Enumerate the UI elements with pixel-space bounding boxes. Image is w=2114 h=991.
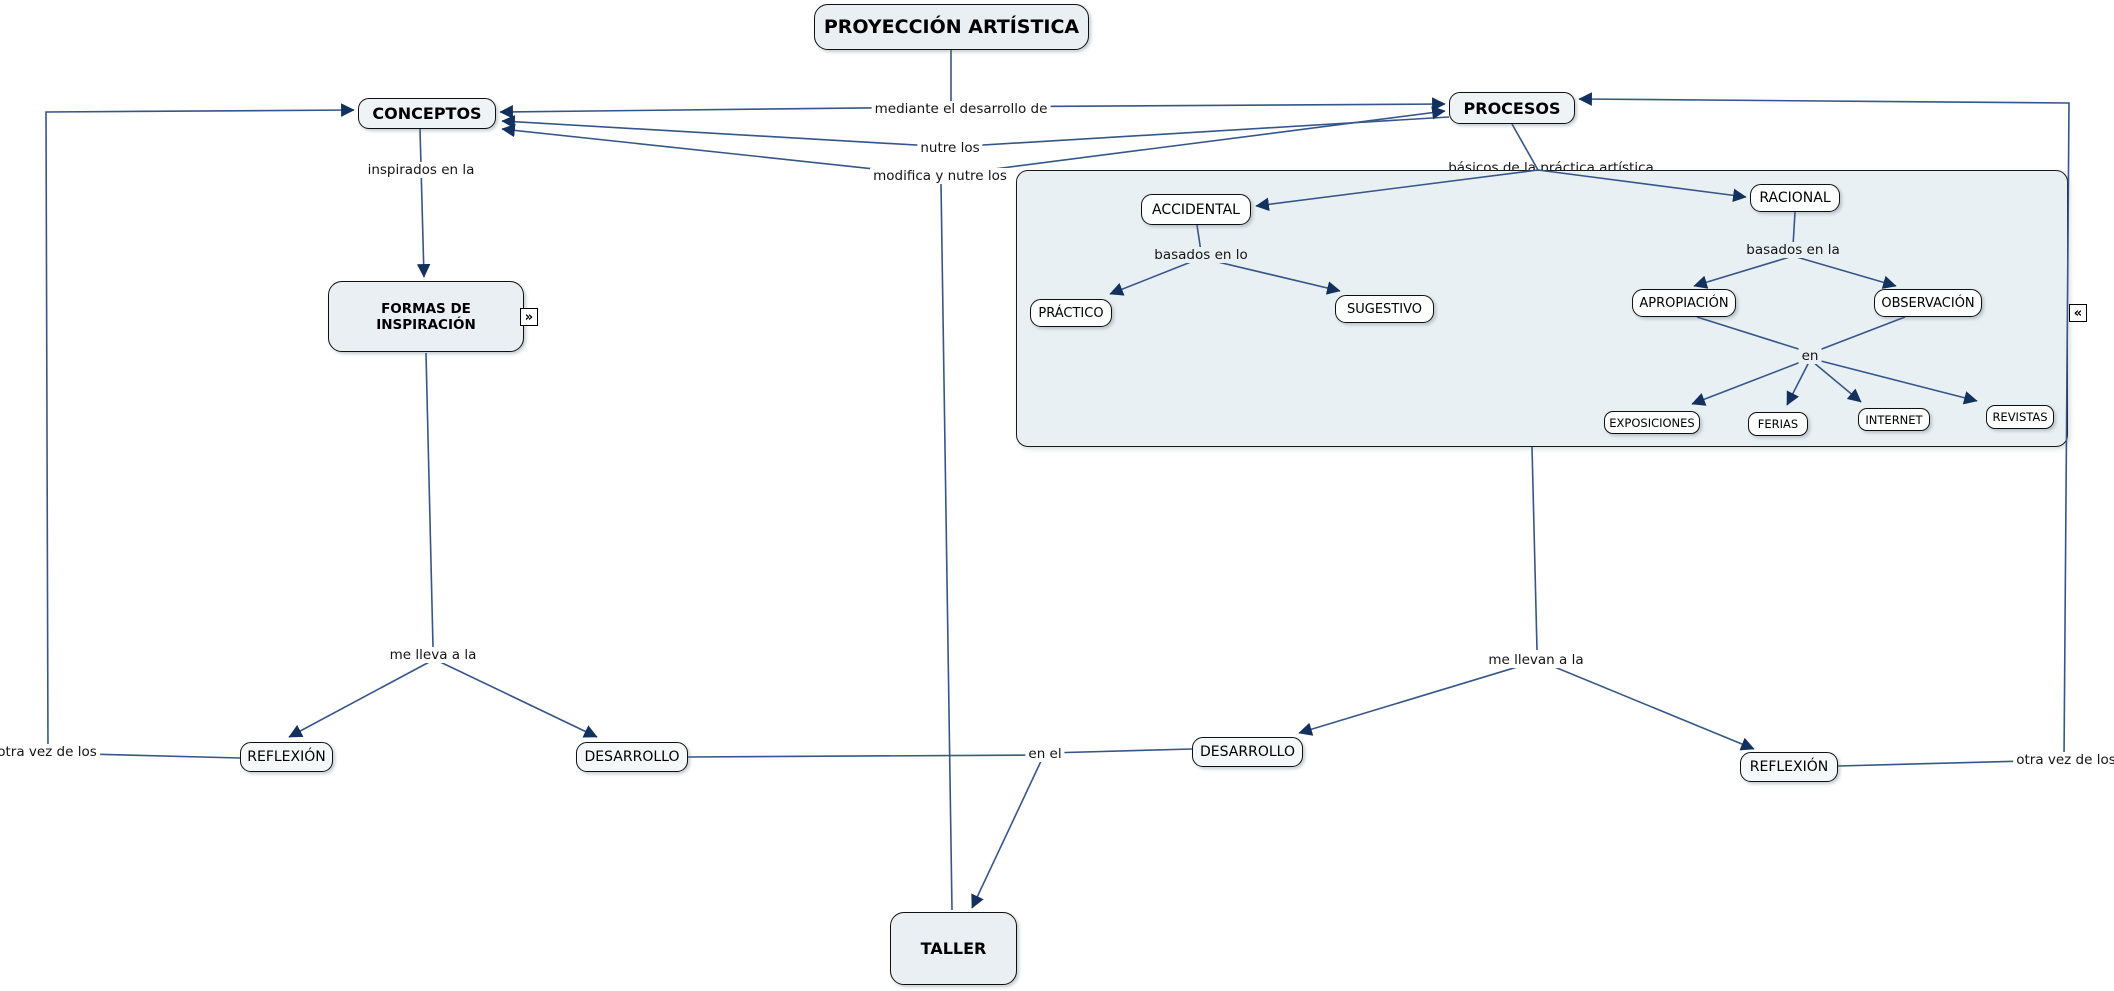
node-proyeccion-artistica[interactable]: PROYECCIÓN ARTÍSTICA [814,4,1089,50]
link-label-basados-en-la[interactable]: basados en la [1743,242,1843,258]
node-sugestivo[interactable]: SUGESTIVO [1335,295,1434,323]
node-reflexion-right[interactable]: REFLEXIÓN [1740,752,1838,782]
node-desarrollo-left[interactable]: DESARROLLO [576,742,688,772]
link-label-nutre[interactable]: nutre los [917,140,983,156]
link-label-en[interactable]: en [1798,348,1822,364]
node-practico[interactable]: PRÁCTICO [1030,299,1112,327]
link-label-me-llevan[interactable]: me llevan a la [1485,652,1587,668]
link-label-otra-vez-right[interactable]: otra vez de los [2013,752,2114,768]
node-exposiciones[interactable]: EXPOSICIONES [1604,411,1700,434]
collapse-icon[interactable]: « [2069,304,2087,322]
node-apropiacion[interactable]: APROPIACIÓN [1632,289,1736,317]
node-internet[interactable]: INTERNET [1858,408,1930,431]
node-conceptos[interactable]: CONCEPTOS [358,98,496,129]
node-desarrollo-right[interactable]: DESARROLLO [1192,737,1303,767]
link-label-basados-en-lo[interactable]: basados en lo [1151,247,1251,263]
node-procesos[interactable]: PROCESOS [1449,92,1575,124]
node-racional[interactable]: RACIONAL [1750,184,1840,212]
node-taller[interactable]: TALLER [890,912,1017,985]
link-label-mediante[interactable]: mediante el desarrollo de [871,101,1051,117]
link-label-me-lleva[interactable]: me lleva a la [386,647,480,663]
link-label-otra-vez-left[interactable]: otra vez de los [0,744,100,760]
link-label-en-el[interactable]: en el [1025,746,1065,762]
link-label-modifica[interactable]: modifica y nutre los [870,168,1010,184]
node-observacion[interactable]: OBSERVACIÓN [1874,289,1982,317]
link-label-inspirados[interactable]: inspirados en la [364,162,478,178]
expand-icon[interactable]: » [520,308,538,326]
node-revistas[interactable]: REVISTAS [1986,405,2054,429]
node-formas-de-inspiracion[interactable]: FORMAS DE INSPIRACIÓN [328,281,524,352]
node-reflexion-left[interactable]: REFLEXIÓN [240,742,333,772]
node-accidental[interactable]: ACCIDENTAL [1141,194,1251,225]
node-ferias[interactable]: FERIAS [1748,412,1808,436]
